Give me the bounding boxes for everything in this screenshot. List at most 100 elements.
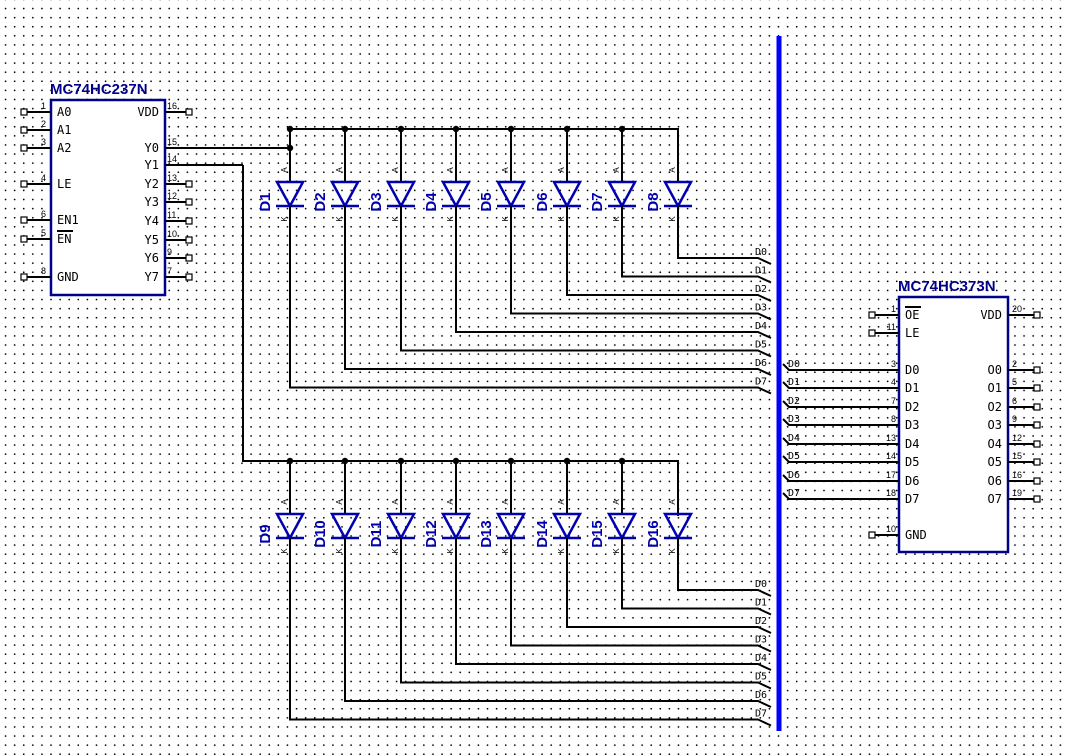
pin-name: O1 [988, 381, 1002, 395]
cathode-net [510, 538, 772, 653]
pin-stub[interactable] [1033, 384, 1041, 392]
pin-stub[interactable] [185, 217, 193, 225]
pin-stub[interactable] [20, 108, 28, 116]
latch-pin-o2[interactable]: 6O2 [988, 396, 1041, 414]
pin-stub[interactable] [1033, 311, 1041, 319]
net-label: D4 [755, 653, 767, 664]
pin-stub[interactable] [1033, 440, 1041, 448]
decoder-body[interactable] [49, 98, 167, 297]
net-label: D0 [755, 579, 767, 590]
pin-number: 8 [41, 266, 46, 276]
pin-stub[interactable] [20, 216, 28, 224]
pin-name: Y0 [145, 141, 159, 155]
pin-stub[interactable] [185, 273, 193, 281]
pin-stub[interactable] [20, 126, 28, 134]
pin-stub[interactable] [185, 254, 193, 262]
pin-stub[interactable] [20, 144, 28, 152]
pin-stub[interactable] [20, 180, 28, 188]
pin-stub[interactable] [185, 108, 193, 116]
pin-stub[interactable] [868, 329, 876, 337]
junction-dot [507, 125, 515, 133]
pin-stub[interactable] [868, 311, 876, 319]
cathode-net [289, 206, 772, 395]
pin-number: 9 [167, 247, 172, 257]
pin-stub[interactable] [20, 273, 28, 281]
latch-pin-o3[interactable]: 9O3 [988, 414, 1041, 432]
pin-stub[interactable] [185, 198, 193, 206]
pin-stub[interactable] [1033, 458, 1041, 466]
diode-triangle [274, 180, 306, 209]
pin-stub[interactable] [1033, 477, 1041, 485]
diode-refdes: D7 [589, 192, 606, 211]
pin-stub[interactable] [20, 235, 28, 243]
pin-stub[interactable] [1033, 366, 1041, 374]
pin-stub[interactable] [185, 236, 193, 244]
latch-pin-o1[interactable]: 5O1 [988, 377, 1041, 395]
pin-name: A0 [57, 105, 71, 119]
decoder-pin-y7[interactable]: 7Y7 [145, 266, 193, 284]
pin-stub[interactable] [1033, 403, 1041, 411]
pin-stub[interactable] [185, 180, 193, 188]
pin-name: Y2 [145, 177, 159, 191]
pin-stub[interactable] [1033, 495, 1041, 503]
cathode-net [510, 206, 772, 321]
pin-stub[interactable] [1033, 421, 1041, 429]
pin-stub[interactable] [868, 531, 876, 539]
latch-pin-o0[interactable]: 2O0 [988, 359, 1041, 377]
diode-refdes: D9 [257, 524, 274, 543]
pin-name: OE [905, 308, 919, 322]
pin-name: EN1 [57, 213, 79, 227]
decoder-pin-y6[interactable]: 9Y6 [145, 247, 193, 265]
junction-dot [618, 457, 626, 465]
